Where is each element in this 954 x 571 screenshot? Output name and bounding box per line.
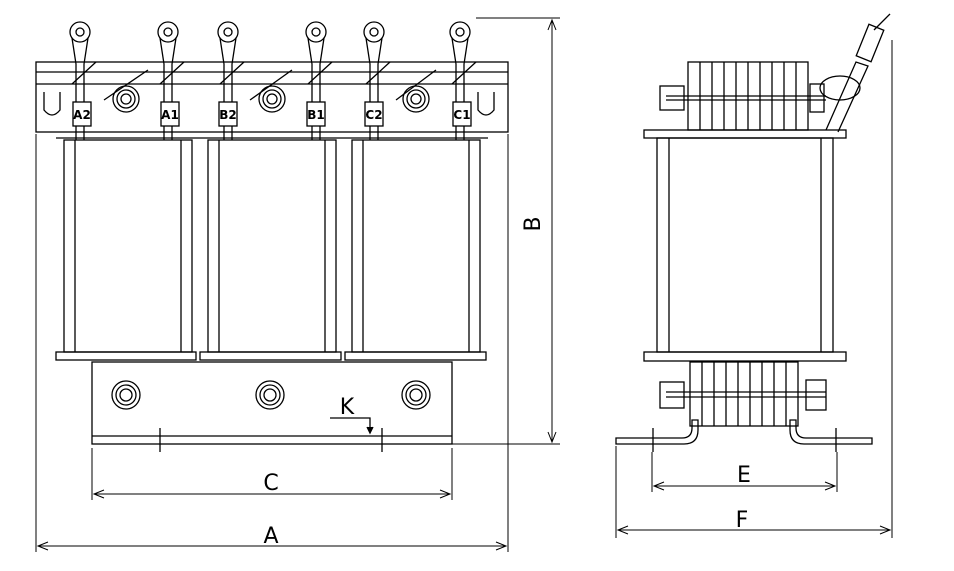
top-bolt-left [103, 69, 149, 113]
terminal-label-a2: A2 [73, 108, 91, 122]
mounting-slot-right [477, 92, 495, 116]
terminal-label-c1: C1 [453, 108, 470, 122]
terminal-c2 [363, 21, 391, 140]
side-view [615, 13, 891, 452]
terminal-label-a1: A1 [161, 108, 179, 122]
terminal-label-c2: C2 [365, 108, 382, 122]
terminal-b2 [217, 21, 245, 140]
side-top-flange [643, 129, 847, 139]
bottom-bolt-right [401, 380, 431, 410]
coil-b [199, 139, 342, 361]
terminal-c1 [449, 21, 477, 140]
top-bolt-right [395, 69, 437, 113]
side-lead-wire [819, 13, 891, 133]
terminal-b1 [305, 21, 333, 140]
terminal-a2 [69, 21, 97, 140]
side-coil-body [656, 137, 834, 353]
side-top-clamp [659, 61, 826, 131]
bottom-bolt-left [111, 380, 141, 410]
dimension-label-c: C [263, 471, 278, 496]
dimension-lines-front [35, 17, 560, 552]
top-bolt-center [249, 69, 293, 113]
side-bottom-flange [643, 351, 847, 362]
top-clamp-plate [35, 61, 509, 133]
dimension-label-a: A [263, 524, 278, 549]
coil-c [344, 139, 487, 361]
front-view [35, 21, 509, 452]
k-pointer [330, 417, 371, 432]
terminal-label-b1: B1 [307, 108, 325, 122]
terminal-a1 [157, 21, 185, 140]
coil-a [55, 139, 197, 361]
terminal-label-b2: B2 [219, 108, 237, 122]
dimension-lines-side [615, 40, 893, 538]
side-mounting-foot-left [615, 419, 699, 445]
dimension-label-k: K [340, 395, 355, 420]
side-bottom-clamp [659, 361, 827, 427]
side-mounting-foot-right [789, 419, 873, 445]
dimension-label-b: B [521, 216, 546, 231]
bottom-bolt-center [255, 380, 285, 410]
mounting-slot-left [43, 92, 61, 116]
dimension-label-f: F [736, 508, 749, 533]
dimension-label-e: E [737, 463, 751, 488]
bottom-clamp-plate [91, 361, 453, 445]
